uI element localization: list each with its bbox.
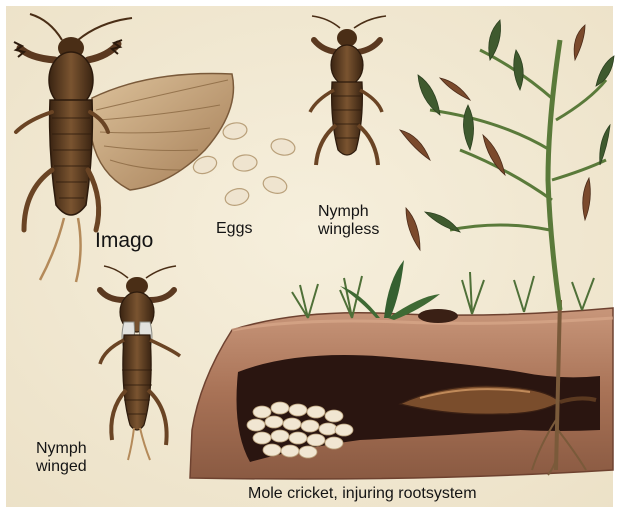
burrow-entrance xyxy=(418,309,458,323)
label-imago: Imago xyxy=(95,229,153,253)
label-nymph-wingless: Nymph wingless xyxy=(318,203,379,240)
soil-section xyxy=(190,300,613,479)
label-nymph-winged: Nymph winged xyxy=(36,440,87,477)
label-eggs: Eggs xyxy=(216,220,252,238)
caption: Mole cricket, injuring rootsystem xyxy=(248,485,477,503)
